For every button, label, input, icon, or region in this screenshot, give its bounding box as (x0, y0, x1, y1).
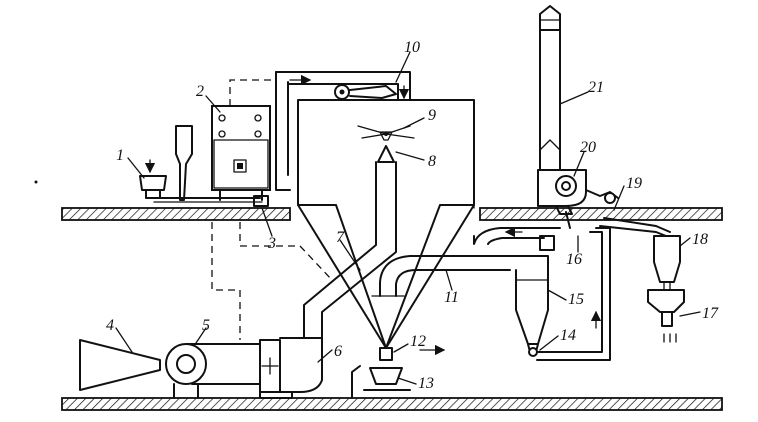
exhaust-fan (537, 169, 619, 215)
outlet-pipe (371, 255, 511, 297)
cyclone-15 (507, 255, 549, 357)
label-8: 8 (428, 153, 436, 170)
feed-tank (139, 125, 263, 203)
product-outlet (351, 344, 446, 399)
label-19: 19 (626, 175, 642, 192)
label-21: 21 (588, 79, 604, 96)
lower-floor-slab (61, 397, 723, 411)
upper-floor-slab (61, 207, 723, 221)
label-3: 3 (267, 235, 276, 252)
label-9: 9 (428, 107, 436, 124)
label-17: 17 (702, 305, 719, 322)
label-20: 20 (580, 139, 596, 156)
control-cabinet (211, 105, 271, 207)
label-13: 13 (418, 375, 434, 392)
drying-chamber (297, 99, 475, 349)
air-heater-6 (259, 337, 323, 399)
component-labels: 1 2 3 4 5 6 7 8 9 10 11 12 13 14 15 16 1… (106, 39, 719, 392)
exhaust-stack (539, 5, 561, 171)
hot-air-duct (275, 71, 411, 191)
blower-unit (79, 339, 281, 399)
leader-lines (115, 51, 701, 385)
atomizer-spray (357, 125, 415, 163)
label-2: 2 (196, 83, 204, 100)
cyclone-17-18 (647, 235, 685, 343)
label-11: 11 (444, 289, 459, 306)
feed-pipe (303, 161, 397, 339)
label-15: 15 (568, 291, 584, 308)
label-12: 12 (410, 333, 426, 350)
label-1: 1 (116, 147, 124, 164)
control-lines (211, 79, 333, 340)
label-7: 7 (336, 229, 345, 246)
label-14: 14 (560, 327, 576, 344)
label-10: 10 (404, 39, 420, 56)
label-4: 4 (106, 317, 114, 334)
return-pipe (536, 227, 611, 361)
label-6: 6 (334, 343, 342, 360)
stray-dot (34, 180, 38, 184)
label-5: 5 (202, 317, 210, 334)
air-heater (334, 84, 397, 100)
label-18: 18 (692, 231, 708, 248)
label-16: 16 (566, 251, 582, 268)
